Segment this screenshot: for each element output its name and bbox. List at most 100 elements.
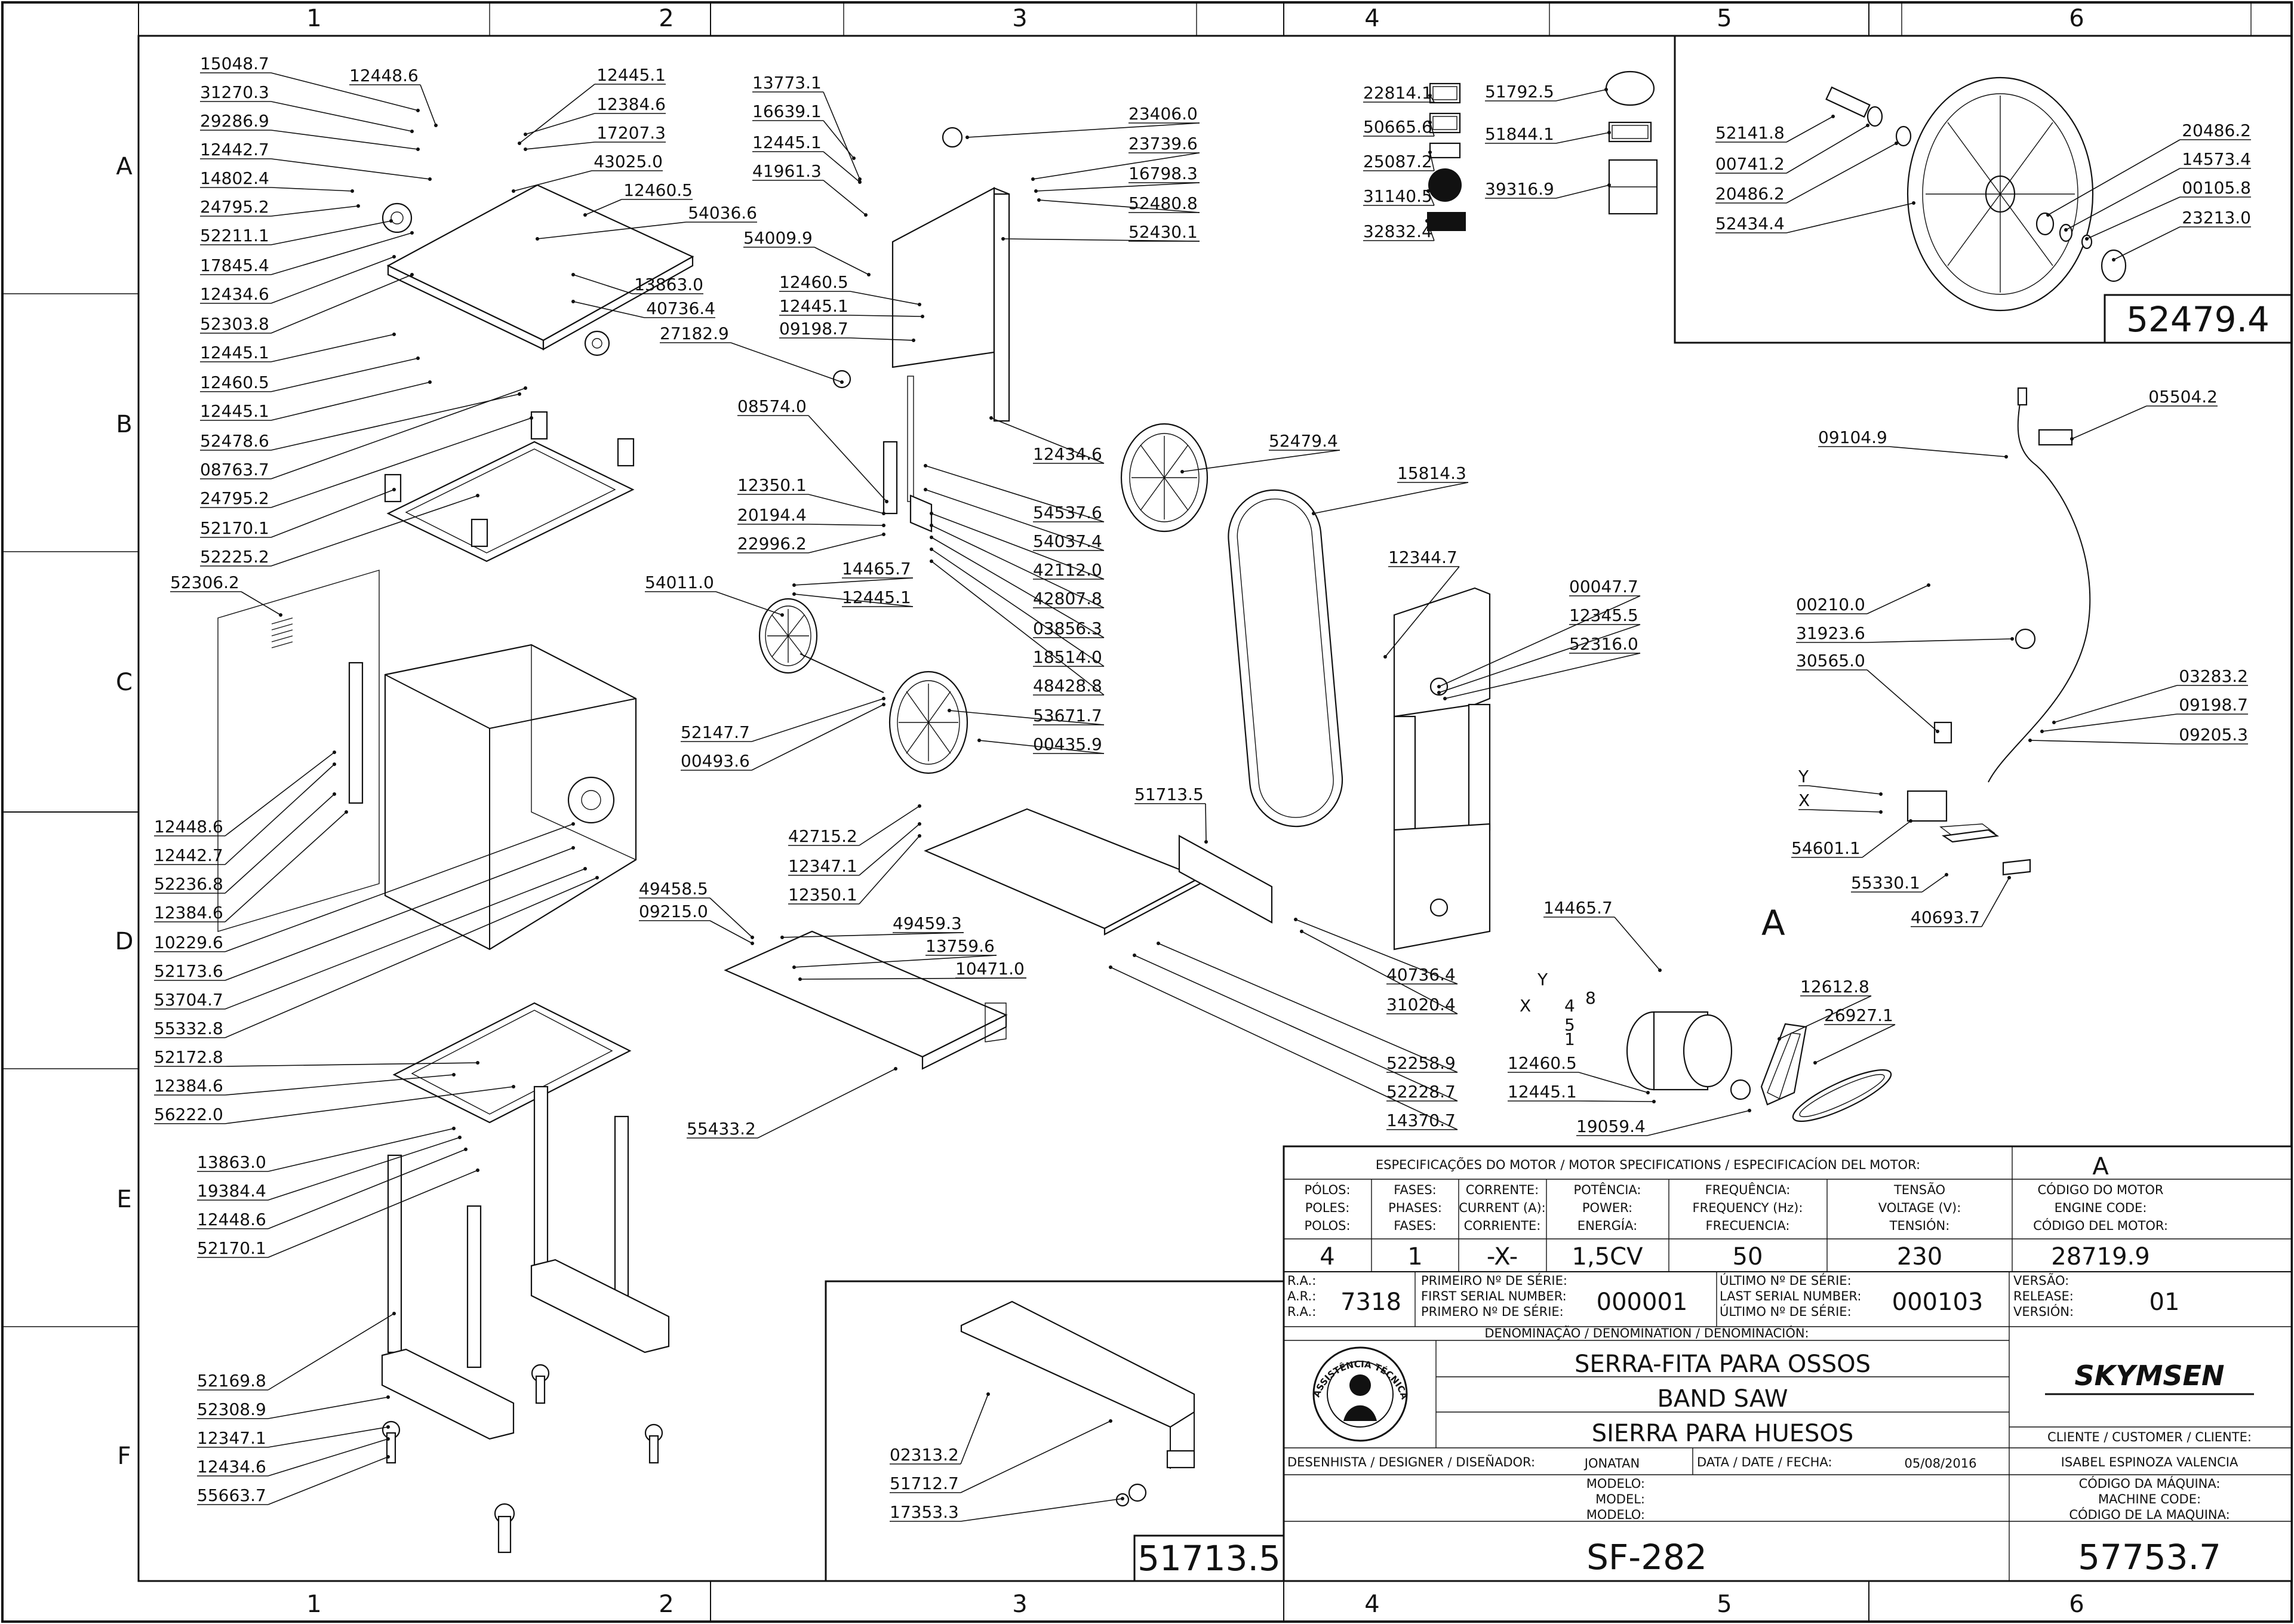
- leader-line: [1578, 1072, 1649, 1093]
- leader-dot: [571, 273, 575, 276]
- leader-dot: [536, 237, 539, 241]
- part-number-label: 12347.1: [788, 856, 857, 876]
- leader-dot: [1425, 219, 1429, 223]
- leader-line: [270, 232, 413, 275]
- leader-dot: [918, 804, 921, 808]
- leader-dot: [1428, 94, 1432, 97]
- column-label: 4: [1364, 5, 1379, 32]
- motor-spec-label: PÓLOS:: [1304, 1182, 1350, 1197]
- leader-line: [1385, 566, 1460, 657]
- leader-dot: [1831, 115, 1835, 118]
- part-number-label: 14802.4: [200, 168, 269, 188]
- leader-line: [991, 417, 1105, 464]
- leader-line: [1295, 919, 1458, 985]
- svg-text:PRIMEIRO Nº DE SÉRIE:: PRIMEIRO Nº DE SÉRIE:: [1421, 1273, 1567, 1288]
- column-label: 5: [1717, 5, 1732, 32]
- leader-dot: [464, 1148, 468, 1151]
- leader-dot: [1778, 1037, 1781, 1041]
- leader-line: [1134, 955, 1458, 1102]
- part-number-label: 48428.8: [1033, 676, 1102, 696]
- svg-text:CÓDIGO DEL MOTOR:: CÓDIGO DEL MOTOR:: [2033, 1218, 2168, 1233]
- part-number-label: 40693.7: [1911, 908, 1980, 927]
- leader-line: [270, 334, 395, 362]
- date-label: DATA / DATE / FECHA:: [1697, 1455, 1832, 1469]
- leader-dot: [977, 739, 981, 742]
- leader-dot: [751, 936, 754, 939]
- svg-text:MODELO:: MODELO:: [1586, 1508, 1645, 1522]
- part-number-label: 32832.4: [1363, 222, 1432, 241]
- leader-line: [808, 524, 884, 526]
- leader-dot: [2112, 258, 2115, 262]
- part-number-label: 13773.1: [752, 73, 822, 93]
- leader-dot: [1204, 840, 1208, 844]
- leader-line: [225, 823, 574, 952]
- svg-text:VERSÃO:: VERSÃO:: [2013, 1272, 2069, 1288]
- leader-dot: [2064, 228, 2068, 232]
- part-number-label: 52430.1: [1128, 222, 1198, 242]
- leader-line: [225, 752, 335, 836]
- part-number-label: 03283.2: [2179, 666, 2248, 686]
- leader-line: [1889, 446, 2007, 457]
- part-number-label: 03856.3: [1033, 619, 1102, 638]
- part-number-label: 16639.1: [752, 102, 822, 121]
- leader-dot: [2004, 455, 2008, 459]
- part-number-label: 42715.2: [788, 826, 857, 846]
- part-number-label: 12445.1: [752, 133, 822, 152]
- svg-text:A.R.:: A.R.:: [1287, 1289, 1316, 1303]
- leader-dot: [2085, 237, 2089, 241]
- leader-dot: [1031, 177, 1035, 181]
- leader-line: [794, 577, 914, 586]
- leader-line: [757, 1068, 896, 1139]
- part-number-label: 52170.1: [200, 518, 269, 538]
- part-number-label: 20194.4: [737, 505, 807, 525]
- part-number-label: 00741.2: [1715, 154, 1785, 174]
- part-number-label: 12460.5: [779, 272, 848, 292]
- part-number-label: 49459.3: [893, 914, 962, 933]
- part-number-label: 52478.6: [200, 431, 269, 451]
- leader-line: [225, 764, 335, 865]
- leader-line: [751, 704, 884, 771]
- part-number-label: 23213.0: [2182, 208, 2251, 227]
- leader-dot: [1604, 88, 1608, 91]
- part-number-label: 31140.5: [1363, 186, 1432, 206]
- column-label: 1: [306, 1591, 321, 1618]
- column-label: 6: [2069, 1591, 2084, 1618]
- part-number-label: 12384.6: [154, 903, 223, 922]
- leader-line: [960, 1498, 1123, 1522]
- part-number-label: 12345.5: [1569, 605, 1638, 625]
- leader-dot: [416, 109, 420, 112]
- motor-assembly: [1626, 1011, 1807, 1106]
- leader-line: [270, 387, 526, 479]
- part-number-label: 15048.7: [200, 54, 269, 73]
- leader-line: [1981, 877, 2010, 927]
- leader-dot: [1879, 792, 1883, 796]
- leader-line: [2041, 713, 2178, 732]
- leader-line: [1555, 184, 1610, 199]
- leader-dot: [392, 255, 396, 259]
- part-number-label: 55663.7: [197, 1485, 266, 1505]
- column-label: 3: [1012, 5, 1027, 32]
- leader-dot: [989, 416, 993, 420]
- svg-text:CÓDIGO DE LA MAQUINA:: CÓDIGO DE LA MAQUINA:: [2069, 1507, 2230, 1522]
- leader-line: [1438, 595, 1641, 687]
- part-number-label: 42807.8: [1033, 589, 1102, 608]
- leader-line: [225, 1062, 478, 1067]
- part-number-label: 51713.5: [1134, 785, 1204, 804]
- leader-line: [519, 84, 595, 144]
- part-number-label: 02313.2: [890, 1445, 959, 1465]
- leader-line: [823, 180, 866, 216]
- leader-line: [270, 220, 392, 245]
- leader-line: [270, 187, 353, 192]
- leader-dot: [530, 416, 533, 420]
- svg-text:ENGINE CODE:: ENGINE CODE:: [2055, 1201, 2147, 1215]
- leader-line: [2065, 168, 2181, 230]
- leader-dot: [912, 339, 915, 342]
- leader-line: [225, 811, 347, 922]
- electrical-assembly: [1906, 387, 2091, 876]
- part-callouts: 15048.712448.631270.329286.912442.714802…: [154, 54, 2251, 1522]
- leader-dot: [1426, 189, 1430, 193]
- leader-line: [1647, 1110, 1750, 1136]
- part-number-label: 09198.7: [2179, 695, 2248, 715]
- brand-logo: SKYMSEN: [2075, 1360, 2225, 1392]
